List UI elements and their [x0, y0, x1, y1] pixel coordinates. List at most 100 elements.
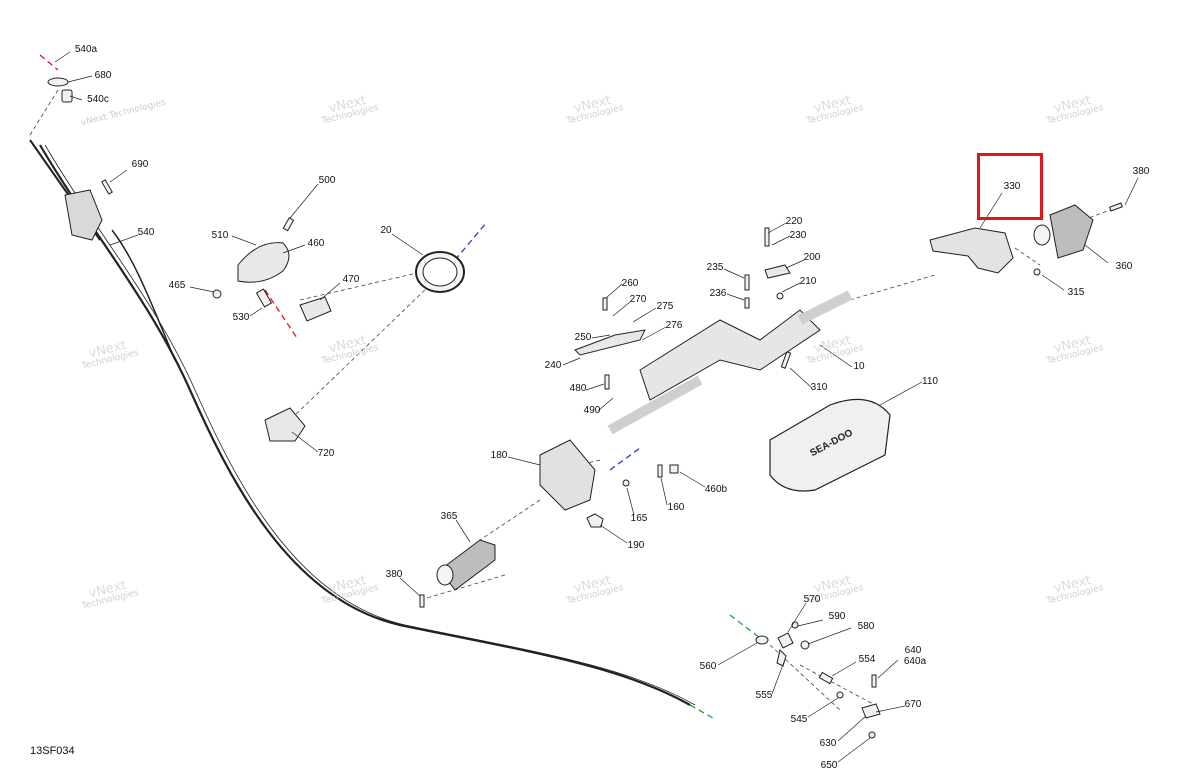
part-235	[744, 274, 750, 291]
callout-330[interactable]: 330	[1003, 181, 1021, 192]
callout-236[interactable]: 236	[709, 288, 727, 299]
part-545	[836, 691, 844, 699]
part-470-bracket	[299, 296, 332, 322]
part-460-lever	[237, 242, 290, 283]
callout-180[interactable]: 180	[490, 450, 508, 461]
callout-570[interactable]: 570	[803, 594, 821, 605]
part-680	[47, 77, 69, 87]
part-360-grip	[1049, 204, 1094, 259]
callout-10[interactable]: 10	[853, 361, 865, 372]
part-580	[800, 640, 810, 650]
callout-275[interactable]: 275	[656, 301, 674, 312]
callout-480[interactable]: 480	[569, 383, 587, 394]
callout-235[interactable]: 235	[706, 262, 724, 273]
part-540-housing	[64, 189, 103, 241]
callout-720[interactable]: 720	[317, 448, 335, 459]
callout-540[interactable]: 540	[137, 227, 155, 238]
part-480	[604, 374, 610, 390]
part-540c	[61, 89, 73, 103]
part-530	[255, 288, 273, 308]
part-570	[777, 632, 794, 649]
part-554	[818, 671, 834, 685]
callout-276[interactable]: 276	[665, 320, 683, 331]
callout-580[interactable]: 580	[857, 621, 875, 632]
callout-210[interactable]: 210	[799, 276, 817, 287]
red-axis-530	[264, 289, 298, 339]
part-250-lever	[574, 329, 646, 356]
callout-670[interactable]: 670	[904, 699, 922, 710]
callout-690[interactable]: 690	[131, 159, 149, 170]
part-365-grip	[439, 539, 496, 591]
callout-380-bottom[interactable]: 380	[385, 569, 403, 580]
callout-110[interactable]: 110	[922, 376, 938, 387]
part-110-cover	[769, 398, 891, 492]
part-630	[861, 703, 881, 719]
callout-240[interactable]: 240	[544, 360, 562, 371]
callout-20[interactable]: 20	[380, 225, 392, 236]
callout-590[interactable]: 590	[828, 611, 846, 622]
part-200	[764, 264, 791, 279]
part-590	[791, 621, 799, 629]
callout-500[interactable]: 500	[318, 175, 336, 186]
red-axis-top	[39, 54, 59, 71]
part-220	[764, 227, 770, 247]
callout-360[interactable]: 360	[1115, 261, 1133, 272]
callout-365[interactable]: 365	[440, 511, 458, 522]
callout-640a[interactable]: 640a	[903, 656, 927, 667]
callout-510[interactable]: 510	[211, 230, 229, 241]
callout-470[interactable]: 470	[342, 274, 360, 285]
callout-160[interactable]: 160	[667, 502, 685, 513]
part-720-bracket	[264, 407, 306, 442]
callout-490[interactable]: 490	[583, 405, 601, 416]
part-165	[622, 479, 630, 487]
callout-530[interactable]: 530	[232, 312, 250, 323]
part-560	[755, 635, 769, 645]
callout-460b[interactable]: 460b	[704, 484, 728, 495]
part-210	[776, 292, 784, 300]
callout-465[interactable]: 465	[168, 280, 186, 291]
part-160	[657, 464, 663, 478]
callout-460[interactable]: 460	[307, 238, 325, 249]
callout-250[interactable]: 250	[574, 332, 592, 343]
callout-165[interactable]: 165	[630, 513, 648, 524]
highlight-box-330	[977, 153, 1043, 220]
callout-260[interactable]: 260	[621, 278, 639, 289]
callout-190[interactable]: 190	[627, 540, 645, 551]
callout-270[interactable]: 270	[629, 294, 647, 305]
part-330-bracket	[929, 227, 1014, 274]
part-380-top	[1109, 202, 1123, 212]
part-640	[871, 674, 877, 688]
part-460b	[669, 464, 679, 474]
cable-540	[39, 144, 691, 706]
part-180-housing	[539, 439, 596, 511]
part-465	[212, 289, 222, 299]
callout-650[interactable]: 650	[820, 760, 838, 771]
part-380-bottom	[419, 594, 425, 608]
part-650	[868, 731, 876, 739]
callout-555[interactable]: 555	[755, 690, 773, 701]
part-500-pin	[282, 217, 295, 232]
green-axis-560	[729, 614, 761, 639]
callout-200[interactable]: 200	[803, 252, 821, 263]
callout-554[interactable]: 554	[858, 654, 876, 665]
callout-560[interactable]: 560	[699, 661, 717, 672]
callout-310[interactable]: 310	[810, 382, 828, 393]
cable-540-inner	[44, 144, 696, 706]
callout-230[interactable]: 230	[789, 230, 807, 241]
callout-380-top[interactable]: 380	[1132, 166, 1150, 177]
callout-680[interactable]: 680	[94, 70, 112, 81]
callout-545[interactable]: 545	[790, 714, 808, 725]
callout-220[interactable]: 220	[785, 216, 803, 227]
blue-axis-10	[609, 447, 641, 471]
part-690-screw	[101, 179, 113, 195]
callout-640[interactable]: 640	[904, 645, 922, 656]
part-236	[744, 297, 750, 309]
blue-axis-20	[454, 221, 488, 261]
part-310	[780, 351, 792, 369]
drawing-code-label: 13SF034	[30, 745, 75, 757]
callout-315[interactable]: 315	[1067, 287, 1085, 298]
callout-540a[interactable]: 540a	[74, 44, 98, 55]
callout-540c[interactable]: 540c	[87, 94, 109, 105]
callout-630[interactable]: 630	[819, 738, 837, 749]
green-axis-cable-end	[689, 704, 714, 719]
